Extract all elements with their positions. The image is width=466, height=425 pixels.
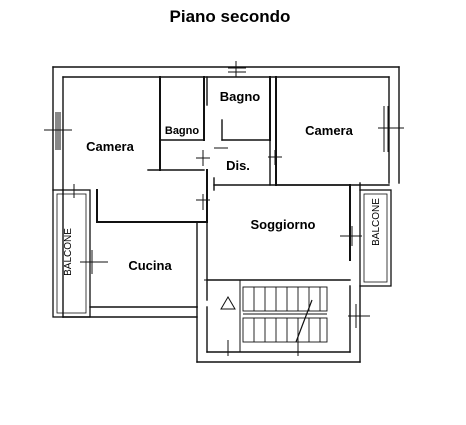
balcone-right-label: BALCONE [371,198,382,246]
outer-walls [52,66,400,363]
room-label-dis: Dis. [226,158,250,173]
plan-title: Piano secondo [170,7,291,26]
triangle-icon [220,296,236,310]
balcone-left-label: BALCONE [63,228,74,276]
window-marks [44,61,404,356]
balcone-right: BALCONE [359,189,392,287]
room-label-soggiorno: Soggiorno [251,217,316,232]
room-label-camera-right: Camera [305,123,353,138]
room-label-bagno-top: Bagno [220,89,261,104]
door-marks [196,147,282,281]
room-label-cucina: Cucina [128,258,172,273]
room-label-camera-left: Camera [86,139,134,154]
interior-walls [96,76,390,353]
staircase [242,286,328,343]
balcone-left: BALCONE [52,189,91,318]
room-label-bagno-small: Bagno [165,125,200,137]
